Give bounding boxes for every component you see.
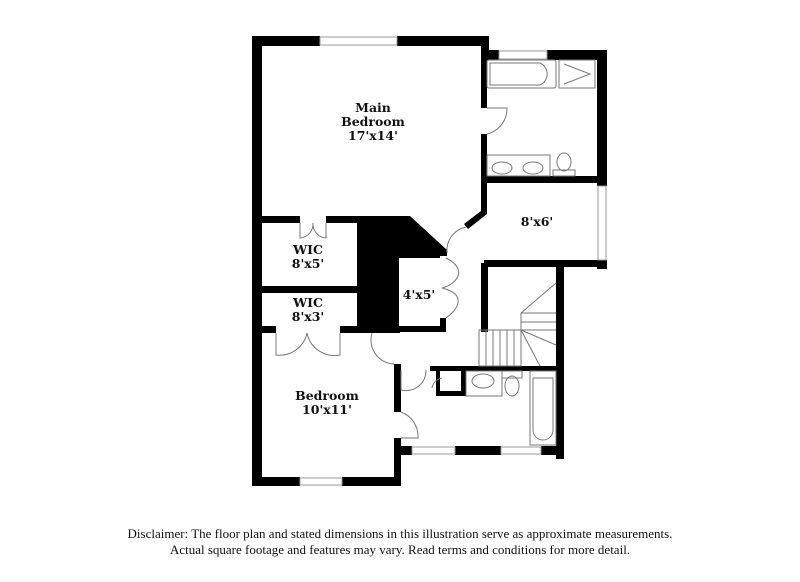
windows xyxy=(299,36,607,486)
room-dims: 8'x6' xyxy=(520,214,554,229)
room-label-bedroom: Bedroom 10'x11' xyxy=(295,389,359,417)
room-label-closet: 4'x5' xyxy=(403,288,436,302)
room-label-sitting: 8'x6' xyxy=(521,215,554,229)
disclaimer-line2: Actual square footage and features may v… xyxy=(169,542,631,557)
disclaimer: Disclaimer: The floor plan and stated di… xyxy=(0,526,800,558)
room-dims: 17'x14' xyxy=(348,128,398,143)
doors-and-fixtures xyxy=(275,59,596,446)
room-dims: 4'x5' xyxy=(402,287,436,302)
room-label-wic-1: WIC 8'x5' xyxy=(292,243,325,271)
room-name: Bedroom xyxy=(295,388,359,403)
walls xyxy=(252,36,607,486)
room-dims: 8'x5' xyxy=(291,256,325,271)
room-dims: 8'x3' xyxy=(291,309,325,324)
room-name-line2: Bedroom xyxy=(341,114,405,129)
room-name: WIC xyxy=(293,295,323,310)
room-name: WIC xyxy=(293,242,323,257)
room-label-main-bedroom: Main Bedroom 17'x14' xyxy=(341,101,405,143)
room-dims: 10'x11' xyxy=(302,402,352,417)
room-name-line1: Main xyxy=(355,100,391,115)
disclaimer-line1: Disclaimer: The floor plan and stated di… xyxy=(127,526,673,541)
room-label-wic-2: WIC 8'x3' xyxy=(292,296,325,324)
